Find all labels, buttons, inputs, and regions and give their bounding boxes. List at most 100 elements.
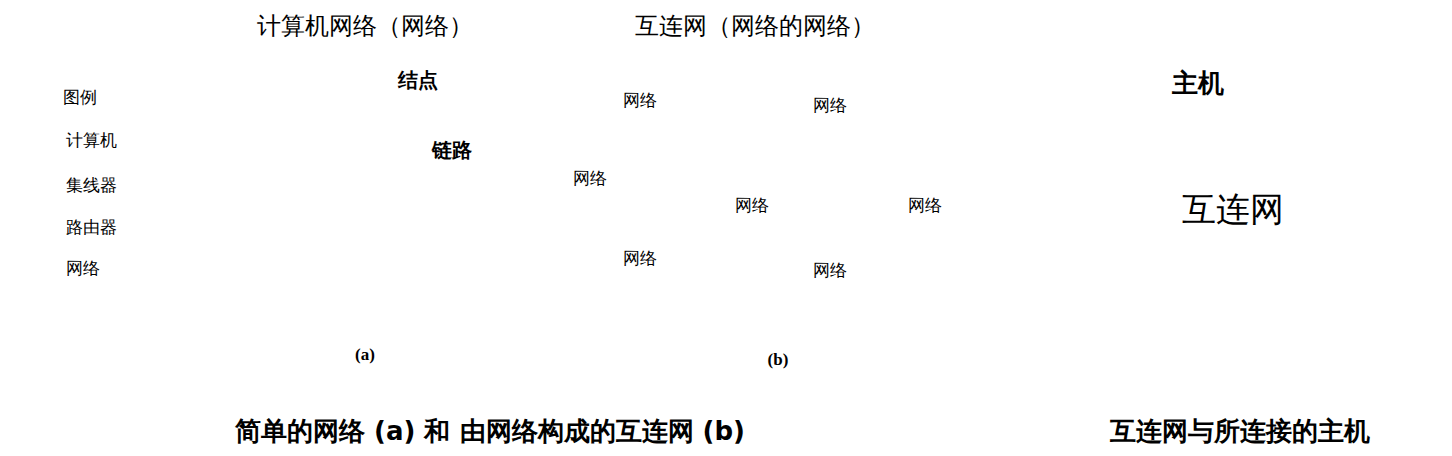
cloud-label: 网络 bbox=[573, 169, 607, 188]
computer-base bbox=[312, 250, 338, 260]
subnet-cloud: 网络 bbox=[607, 78, 673, 122]
router-arrows bbox=[815, 176, 841, 184]
computer-base bbox=[1034, 273, 1071, 288]
cloud-shape bbox=[561, 157, 619, 200]
drive-slot bbox=[1117, 111, 1132, 113]
subnet-cloud: 网络 bbox=[797, 248, 863, 292]
link-line bbox=[640, 100, 683, 163]
link-line bbox=[240, 97, 360, 177]
router-icon bbox=[661, 149, 705, 178]
computer-base bbox=[1400, 191, 1437, 206]
router-bottom bbox=[723, 277, 767, 295]
monitor bbox=[1315, 76, 1345, 101]
network-cloud: 互连网（网络的网络）网络网络网络网络网络网络网络 bbox=[540, 6, 970, 332]
computer-base bbox=[1312, 105, 1349, 120]
computer-icon bbox=[227, 165, 253, 195]
computer-icon bbox=[1034, 244, 1071, 288]
host-link bbox=[1148, 210, 1232, 338]
screen bbox=[1309, 317, 1332, 334]
router-top bbox=[661, 149, 705, 167]
subnet-cloud: 网络 bbox=[557, 156, 623, 200]
computer-icon bbox=[1130, 314, 1167, 358]
router-bottom bbox=[730, 82, 774, 100]
cloud-shape bbox=[801, 249, 859, 292]
cloud-shape bbox=[896, 184, 954, 227]
title-row: 计算机网络（网络） bbox=[190, 10, 540, 42]
monitor bbox=[1010, 148, 1040, 173]
router-top bbox=[730, 71, 774, 89]
hub-top bbox=[338, 85, 384, 100]
node-ring bbox=[437, 202, 493, 258]
computer-base bbox=[1130, 343, 1167, 358]
router-top bbox=[806, 171, 850, 189]
router-icon bbox=[806, 171, 850, 200]
router-icon bbox=[25, 220, 47, 235]
router-top bbox=[25, 220, 47, 229]
computer-base bbox=[1112, 105, 1149, 120]
screen bbox=[1119, 79, 1142, 96]
cloud-label: 网络 bbox=[813, 261, 847, 280]
router-icon bbox=[858, 144, 902, 173]
host-label: 主机 bbox=[1172, 68, 1224, 99]
drive-slot bbox=[1135, 349, 1150, 351]
drive-slot bbox=[456, 237, 466, 238]
router-side bbox=[806, 180, 850, 191]
monitor-neck bbox=[1125, 101, 1134, 104]
router-arrows bbox=[739, 76, 765, 84]
monitor bbox=[455, 213, 476, 231]
cloud-title: 互连网（网络的网络） bbox=[635, 12, 875, 40]
figure-caption: 简单的网络 (a) 和 由网络构成的互连网 (b) bbox=[235, 416, 745, 447]
monitor bbox=[29, 128, 43, 140]
router-bottom bbox=[661, 160, 705, 178]
link-line bbox=[640, 163, 683, 258]
legend-text: 路由器 bbox=[66, 217, 117, 237]
monitor bbox=[1115, 76, 1145, 101]
screen bbox=[317, 233, 333, 245]
drive-slot bbox=[1307, 349, 1322, 351]
cloud-label: 网络 bbox=[623, 249, 657, 268]
title-row: 互连网（网络的网络） bbox=[540, 10, 970, 42]
router-side bbox=[730, 80, 774, 91]
router-bottom bbox=[858, 155, 902, 173]
router-arrows bbox=[867, 149, 893, 157]
drive-slot bbox=[231, 189, 241, 190]
cloud-label: 网络 bbox=[813, 96, 847, 115]
legend-frame bbox=[2, 62, 130, 305]
cloud-shape bbox=[723, 184, 781, 227]
monitor bbox=[315, 230, 336, 248]
legend-text: 网络 bbox=[66, 258, 100, 278]
monitor bbox=[1133, 314, 1163, 339]
internet-cloud: 互连网 bbox=[1090, 110, 1375, 310]
hub-front bbox=[358, 92, 384, 108]
router-bottom bbox=[806, 182, 850, 200]
legend-text: 集线器 bbox=[66, 175, 117, 195]
cloud-shape bbox=[801, 84, 859, 127]
hub-front bbox=[35, 181, 55, 193]
cloud-shape bbox=[611, 79, 669, 122]
legend-cloud bbox=[20, 256, 54, 283]
computer-base bbox=[1007, 177, 1044, 192]
subnet-cloud: 网络 bbox=[607, 236, 673, 280]
monitor bbox=[1037, 244, 1067, 269]
computer-base bbox=[1302, 343, 1339, 358]
cloud-shape bbox=[1105, 118, 1358, 301]
screen bbox=[1041, 247, 1064, 264]
hub-left bbox=[20, 182, 35, 193]
screen bbox=[31, 130, 42, 138]
computer-icon bbox=[1302, 314, 1339, 358]
drive-slot bbox=[1012, 183, 1027, 185]
screen bbox=[1014, 151, 1037, 168]
link-line bbox=[325, 97, 360, 242]
node-label: 结点 bbox=[398, 68, 438, 92]
hub-top bbox=[20, 176, 55, 187]
cloud-label: 网络 bbox=[908, 196, 942, 215]
cloud-shape bbox=[568, 57, 941, 319]
router-top bbox=[723, 266, 767, 284]
drive-slot bbox=[1405, 197, 1420, 199]
network-cloud: 计算机网络（网络） bbox=[190, 6, 540, 298]
cloud-label: 网络 bbox=[623, 91, 657, 110]
link-line bbox=[745, 205, 752, 280]
monitor-neck bbox=[1143, 339, 1152, 342]
monitor bbox=[1305, 314, 1335, 339]
